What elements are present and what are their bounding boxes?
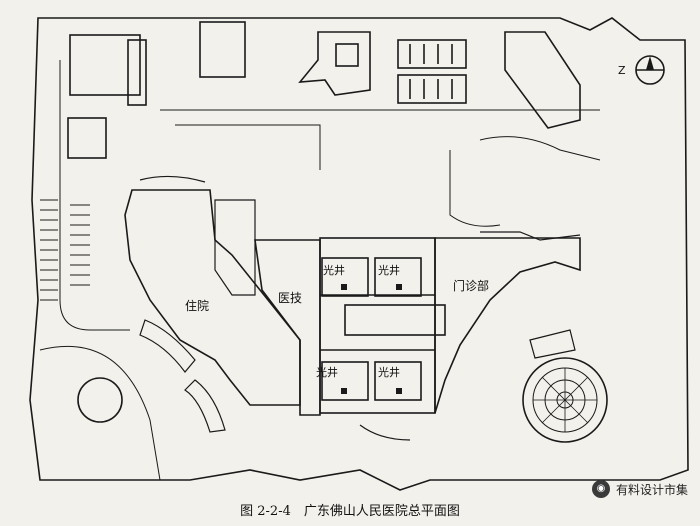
inpatient-building bbox=[124, 189, 301, 406]
roundabout bbox=[77, 377, 123, 423]
lightwell-3 bbox=[321, 361, 369, 401]
building-nw-1 bbox=[69, 34, 141, 96]
building-nw-3 bbox=[127, 39, 147, 106]
building-nw-2 bbox=[199, 21, 246, 78]
corridor-block bbox=[344, 304, 446, 336]
wechat-icon: ◉ bbox=[591, 480, 610, 498]
outpatient-building bbox=[434, 237, 581, 414]
building-north-block bbox=[298, 31, 371, 96]
building-west-small bbox=[67, 117, 107, 159]
building-ne-row-1 bbox=[397, 39, 467, 69]
auditorium bbox=[522, 357, 608, 443]
medtech-label: 医技 bbox=[278, 291, 302, 305]
building-ne-diagonal bbox=[504, 31, 581, 129]
building-ne-row-2 bbox=[397, 74, 467, 104]
lightwell-4 bbox=[374, 361, 422, 401]
lightwell-label-1: 光井 bbox=[323, 263, 345, 277]
medtech-building bbox=[254, 239, 321, 416]
lightwell-label-3: 光井 bbox=[316, 365, 338, 379]
lightwell-1 bbox=[321, 257, 369, 297]
building-north-core bbox=[335, 43, 359, 67]
watermark: ◉ 有料设计市集 bbox=[591, 480, 688, 498]
figure-caption: 图 2-2-4 广东佛山人民医院总平面图 bbox=[240, 504, 460, 519]
inpatient-label: 住院 bbox=[185, 299, 209, 313]
compass-letter: Z bbox=[618, 64, 626, 77]
lightwell-2 bbox=[374, 257, 422, 297]
lightwell-label-4: 光井 bbox=[378, 365, 400, 379]
site-boundary bbox=[29, 17, 689, 491]
lightwell-label-2: 光井 bbox=[378, 263, 400, 277]
watermark-text: 有料设计市集 bbox=[615, 482, 688, 497]
outpatient-label: 门诊部 bbox=[453, 278, 489, 293]
